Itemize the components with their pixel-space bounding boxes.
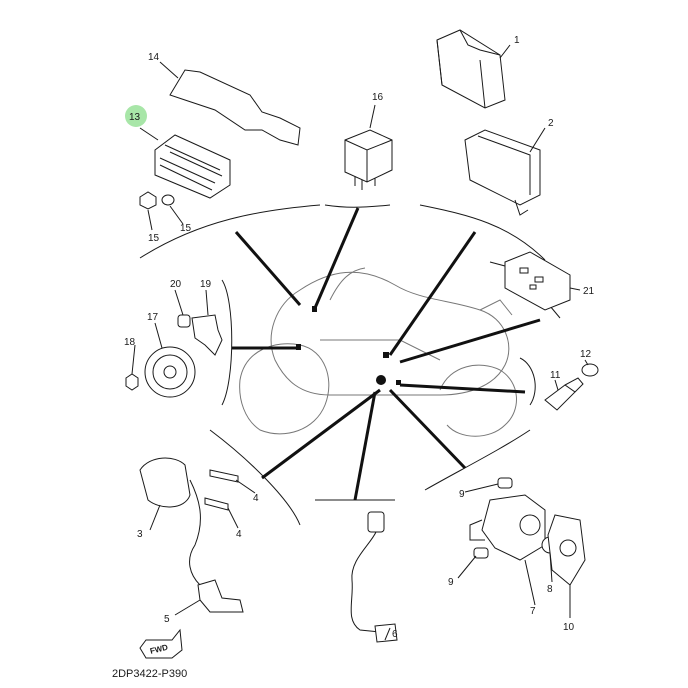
part-15-washer [161, 194, 175, 206]
leader-lines [139, 204, 561, 526]
callout-8: 8 [547, 584, 553, 595]
part-21-module [504, 251, 571, 311]
callout-2: 2 [548, 118, 554, 129]
part-5-connector [197, 579, 244, 613]
part-1-ecu [436, 29, 506, 109]
part-7-valve [469, 494, 546, 561]
callout-20: 20 [170, 279, 182, 290]
callout-9-lower: 9 [448, 577, 454, 588]
part-9-screw-upper [497, 477, 513, 489]
callouts: 1 2 14 16 13 15 15 21 20 19 17 18 12 11 … [124, 35, 595, 640]
callout-9-upper: 9 [459, 489, 465, 500]
part-16-relay [344, 129, 393, 190]
callout-15a: 15 [148, 233, 160, 244]
motorcycle-outline [239, 267, 517, 437]
location-markers [296, 306, 401, 385]
callout-leaders [131, 44, 589, 641]
fwd-label: FWD [149, 643, 169, 656]
callout-7: 7 [530, 606, 536, 617]
part-6-sensor [350, 511, 398, 643]
part-11-sensor [544, 377, 584, 411]
fwd-arrow: FWD [139, 628, 183, 659]
part-18-bolt [125, 373, 139, 391]
part-code: 2DP3422-P390 [112, 668, 187, 680]
part-4-bolt-lower [204, 497, 229, 511]
part-20-bolt [177, 314, 191, 328]
part-10-gasket [547, 514, 586, 586]
part-13-rectifier [154, 134, 231, 199]
callout-13: 13 [129, 112, 141, 123]
callout-13-highlight [125, 105, 147, 127]
callout-3: 3 [137, 529, 143, 540]
callout-21: 21 [583, 286, 595, 297]
callout-11: 11 [550, 370, 561, 381]
callout-4-lower: 4 [236, 529, 242, 540]
callout-1: 1 [514, 35, 520, 46]
part-12-washer [581, 363, 599, 377]
callout-16: 16 [372, 92, 384, 103]
part-4-bolt-upper [209, 469, 239, 483]
callout-18: 18 [124, 337, 136, 348]
callout-12: 12 [580, 349, 592, 360]
part-3-sensor [139, 457, 201, 586]
callout-4-upper: 4 [253, 493, 259, 504]
callout-19: 19 [200, 279, 212, 290]
part-14-bracket [169, 69, 301, 146]
callout-15b: 15 [180, 223, 192, 234]
callout-6: 6 [392, 629, 398, 640]
part-9-screw-lower [473, 547, 489, 559]
part-19-bracket [191, 314, 223, 356]
part-2-holder [464, 129, 541, 216]
part-15-nut [139, 191, 157, 210]
callout-10: 10 [563, 622, 575, 633]
callout-14: 14 [148, 52, 160, 63]
callout-5: 5 [164, 614, 170, 625]
callout-17: 17 [147, 312, 159, 323]
part-17-horn [144, 346, 196, 398]
